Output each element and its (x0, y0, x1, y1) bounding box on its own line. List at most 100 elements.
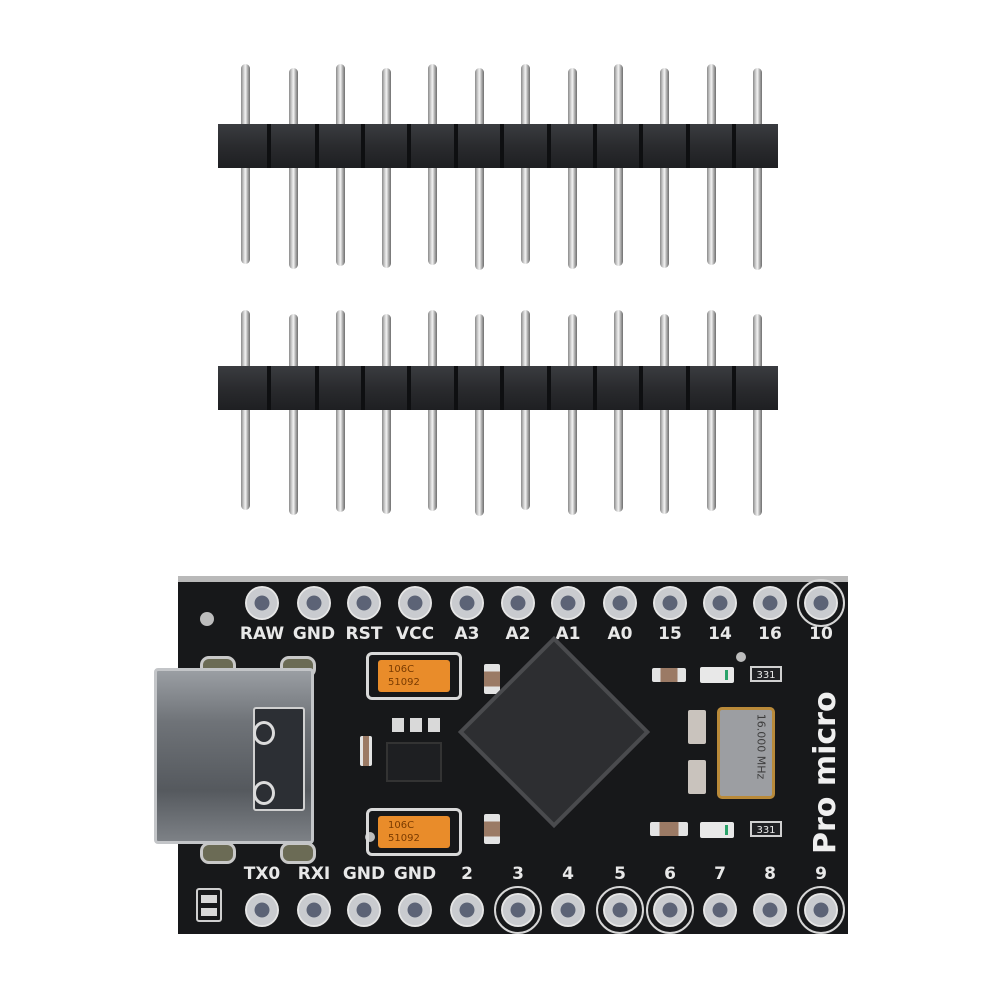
pin-label: A2 (505, 624, 531, 644)
pin-label: GND (342, 864, 386, 884)
smd-capacitor (652, 668, 686, 682)
header-segment-divider (732, 124, 736, 168)
pin-label: 6 (664, 864, 676, 884)
header-pin (475, 314, 484, 516)
header-pin (660, 314, 669, 514)
header-pin (382, 314, 391, 514)
usb-mount-tab (200, 842, 236, 864)
pin-label: A1 (555, 624, 581, 644)
fiducial-mark (365, 832, 375, 842)
header-segment-divider (593, 366, 597, 410)
smd-capacitor (688, 710, 706, 744)
header-segment-divider (267, 366, 271, 410)
pin-label: 10 (809, 624, 833, 644)
through-hole-pad[interactable] (603, 586, 637, 620)
through-hole-pad[interactable] (703, 893, 737, 927)
through-hole-pad[interactable] (703, 586, 737, 620)
through-hole-pad[interactable] (646, 886, 694, 934)
pin-label: 7 (714, 864, 726, 884)
header-segment-divider (453, 366, 458, 410)
header-segment-divider (500, 124, 504, 168)
through-hole-pad[interactable] (297, 893, 331, 927)
header-segment-divider (407, 366, 411, 410)
header-segment-divider (546, 366, 551, 410)
regulator-pin (410, 718, 422, 732)
header-segment-divider (453, 124, 458, 168)
header-segment-divider (546, 124, 551, 168)
header-pin (753, 68, 762, 270)
header-pin (521, 310, 530, 510)
through-hole-pad[interactable] (797, 579, 845, 627)
fiducial-mark (200, 612, 214, 626)
header-pin (289, 68, 298, 269)
through-hole-pad[interactable] (450, 893, 484, 927)
header-segment-divider (314, 124, 319, 168)
header-segment-divider (361, 124, 365, 168)
pin-label: 9 (815, 864, 827, 884)
smd-capacitor (484, 664, 500, 694)
header-pin (382, 68, 391, 268)
pin-label: TX0 (243, 864, 281, 884)
header-pin (241, 310, 250, 510)
through-hole-pad[interactable] (297, 586, 331, 620)
smd-resistor: 331 (750, 666, 782, 682)
through-hole-pad[interactable] (398, 586, 432, 620)
header-pin (336, 310, 345, 512)
crystal-marking: 16.000 MHz (754, 713, 768, 780)
header-pin (660, 68, 669, 268)
through-hole-pad[interactable] (551, 893, 585, 927)
regulator-pin (428, 718, 440, 732)
through-hole-pad[interactable] (753, 893, 787, 927)
power-led (700, 822, 734, 838)
header-pin (475, 68, 484, 270)
pin-label: A3 (454, 624, 480, 644)
capacitor-marking: 51092 (388, 677, 420, 688)
header-pin (568, 68, 577, 269)
through-hole-pad[interactable] (245, 893, 279, 927)
header-segment-divider (639, 366, 643, 410)
header-pin (428, 310, 437, 511)
usb-c-connector[interactable] (154, 668, 314, 844)
pin-label: VCC (395, 624, 435, 644)
through-hole-pad[interactable] (398, 893, 432, 927)
capacitor-marking: 106C (388, 664, 415, 675)
header-pin (568, 314, 577, 515)
through-hole-pad[interactable] (494, 886, 542, 934)
through-hole-pad[interactable] (753, 586, 787, 620)
header-segment-divider (593, 124, 597, 168)
pin-label: RAW (239, 624, 285, 644)
through-hole-pad[interactable] (347, 586, 381, 620)
pin-label: A0 (607, 624, 633, 644)
smd-capacitor (484, 814, 500, 844)
header-segment-divider (407, 124, 411, 168)
through-hole-pad[interactable] (450, 586, 484, 620)
smd-resistor: 331 (750, 821, 782, 837)
connector-dimple (253, 721, 275, 745)
header-pin (289, 314, 298, 515)
pin-label: 16 (758, 624, 782, 644)
tantalum-capacitor: 106C 51092 (378, 816, 450, 848)
pin-header-top (218, 62, 778, 274)
through-hole-pad[interactable] (501, 586, 535, 620)
smd-capacitor (650, 822, 688, 836)
header-segment-divider (639, 124, 643, 168)
pin-label: 15 (658, 624, 682, 644)
header-plastic-body (218, 124, 778, 168)
connector-dimple (253, 781, 275, 805)
pin-label: 3 (512, 864, 524, 884)
tantalum-capacitor: 106C 51092 (378, 660, 450, 692)
capacitor-footprint (366, 808, 462, 856)
through-hole-pad[interactable] (347, 893, 381, 927)
through-hole-pad[interactable] (245, 586, 279, 620)
through-hole-pad[interactable] (797, 886, 845, 934)
through-hole-pad[interactable] (653, 586, 687, 620)
through-hole-pad[interactable] (596, 886, 644, 934)
header-pin (707, 310, 716, 511)
capacitor-marking: 51092 (388, 833, 420, 844)
pin-label: GND (292, 624, 336, 644)
usb-mount-tab (280, 842, 316, 864)
through-hole-pad[interactable] (551, 586, 585, 620)
capacitor-marking: 106C (388, 820, 415, 831)
pin-label: RXI (297, 864, 331, 884)
pin-label: 2 (461, 864, 473, 884)
